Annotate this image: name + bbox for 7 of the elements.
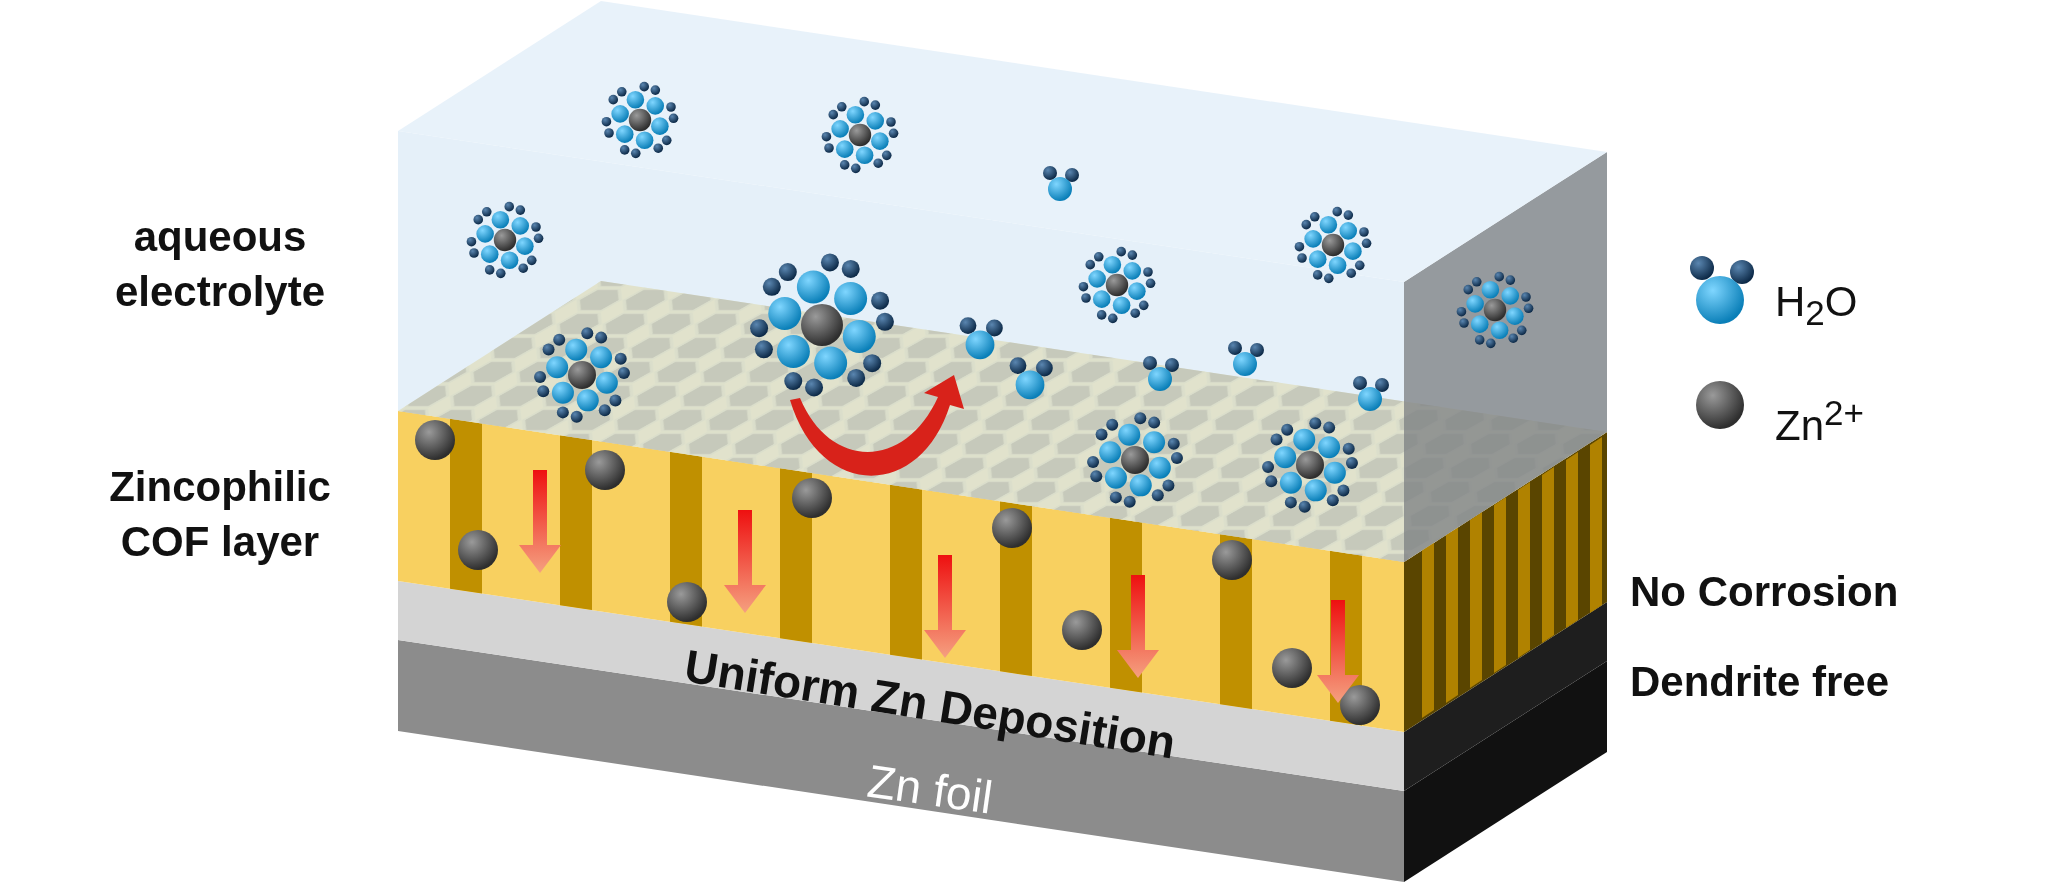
legend-text: H$_{2}$O bbox=[1775, 277, 1859, 335]
legend-text: Zn$^{2+}$ bbox=[1775, 392, 1865, 451]
property-label: No Corrosion bbox=[1630, 567, 1900, 617]
property-label: Dendrite free bbox=[1630, 657, 1891, 707]
layer-label: aqueous electrolyte bbox=[113, 212, 327, 317]
layer-label: Zincophilic COF layer bbox=[108, 462, 332, 567]
layer-label: Zn foil bbox=[863, 754, 996, 826]
